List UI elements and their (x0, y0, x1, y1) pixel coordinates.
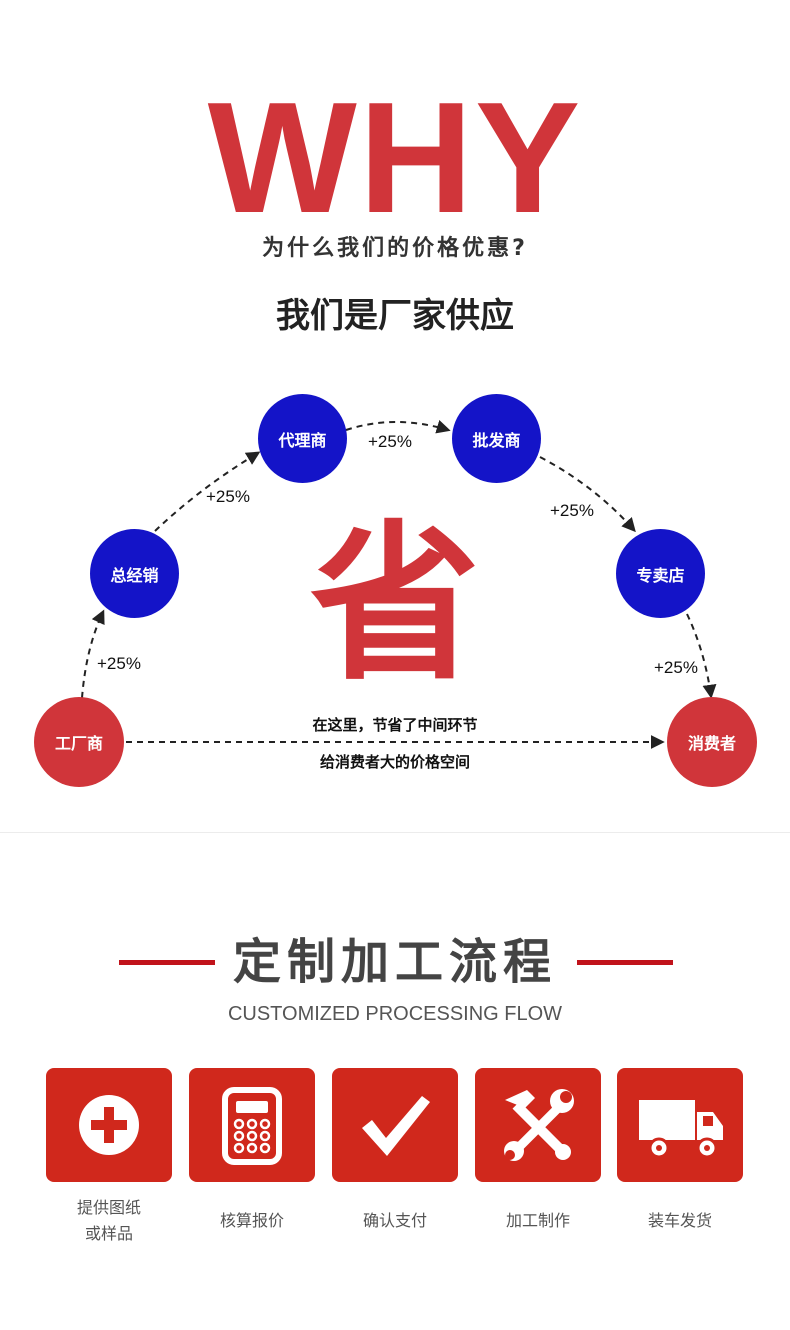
truck-icon (639, 1100, 723, 1159)
arrow-factory-distributor (81, 609, 105, 699)
node-store: 专卖店 (616, 529, 705, 618)
section-divider (0, 832, 790, 833)
node-distributor: 总经销 (90, 529, 179, 618)
tools-icon (504, 1089, 574, 1161)
arrow-agent-wholesaler (345, 420, 451, 434)
node-consumer: 消费者 (667, 697, 757, 787)
node-agent: 代理商 (258, 394, 347, 483)
process-title: 定制加工流程 (232, 934, 557, 990)
markup-label: +25% (550, 501, 594, 520)
markup-label: +25% (206, 487, 250, 506)
step-label-production: 加工制作 (505, 1211, 570, 1230)
factory-supply-heading: 我们是厂家供应 (276, 296, 514, 336)
step-label-shipping: 装车发货 (647, 1211, 712, 1230)
plus-icon (79, 1095, 139, 1155)
note-line-2: 给消费者大的价格空间 (319, 753, 470, 771)
checkmark-icon (362, 1096, 430, 1156)
why-subtitle: 为什么我们的价格优惠? (262, 236, 528, 261)
arrow-store-consumer (686, 613, 717, 699)
chain-arrows (81, 420, 717, 749)
step-label-quote: 核算报价 (219, 1211, 284, 1230)
calculator-icon (222, 1087, 282, 1165)
step-tile-shipping (617, 1068, 743, 1182)
step-tile-payment (332, 1068, 458, 1182)
arrow-wholesaler-store (539, 456, 636, 533)
step-tile-production (475, 1068, 601, 1182)
arrow-distributor-agent (154, 451, 261, 532)
title-bar-right (577, 960, 673, 965)
process-subtitle: CUSTOMIZED PROCESSING FLOW (227, 1003, 563, 1025)
markup-label: +25% (97, 654, 141, 673)
step-label-line: 提供图纸 (76, 1198, 141, 1217)
step-tile-drawings (46, 1068, 172, 1182)
why-heading: WHY (207, 70, 583, 246)
step-label-payment: 确认支付 (362, 1211, 427, 1230)
save-character: 省 (309, 506, 480, 704)
markup-label: +25% (654, 658, 698, 677)
markup-label: +25% (368, 432, 412, 451)
step-tile-quote (189, 1068, 315, 1182)
step-label-drawings: 提供图纸 或样品 (46, 1195, 172, 1247)
note-line-1: 在这里，节省了中间环节 (312, 716, 478, 734)
step-label-line: 或样品 (84, 1224, 133, 1243)
node-factory: 工厂商 (34, 697, 124, 787)
title-bar-left (119, 960, 215, 965)
node-wholesaler: 批发商 (452, 394, 541, 483)
